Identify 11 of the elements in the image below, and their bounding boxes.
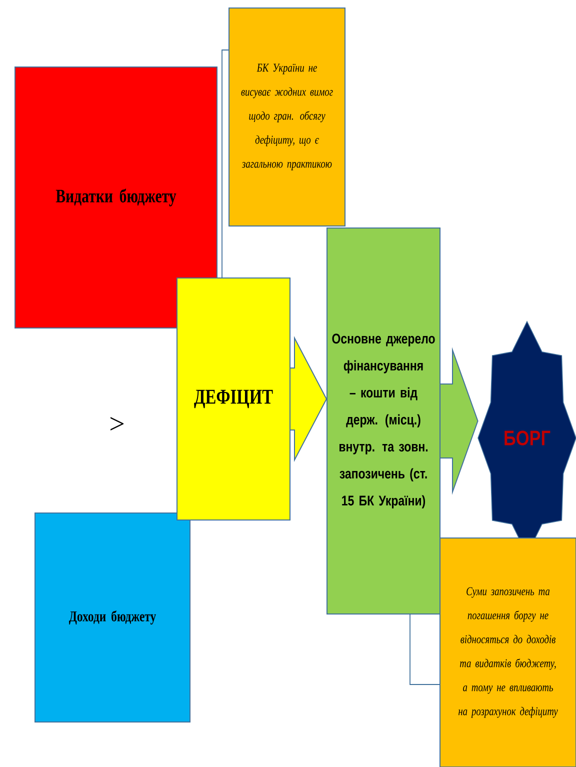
note-box: БК України не висуває жодних вимог щодо гран. обсягу дефіциту, що є загальною практикою [228, 8, 346, 226]
deficit-box: ДЕФІЦИТ [176, 278, 290, 520]
symbol-label: > [110, 416, 124, 430]
budget-box: Видатки бюджету [14, 66, 218, 328]
block-arrow [290, 336, 328, 462]
budget-box: Доходи бюджету [34, 512, 190, 722]
leader-line [222, 50, 229, 278]
leader-line [410, 614, 440, 685]
note-box: Суми запозичень та погашення боргу не відносяться до доходів та видатків бюджету, а тому не впливають на розрахунок дефіциту [440, 538, 576, 767]
financing-box: Основне джерело фінансування – кошти від держ. (місц.) внутр. та зовн. запозичень (ст. 15 БК України) [326, 228, 440, 614]
block-arrow [440, 347, 478, 495]
